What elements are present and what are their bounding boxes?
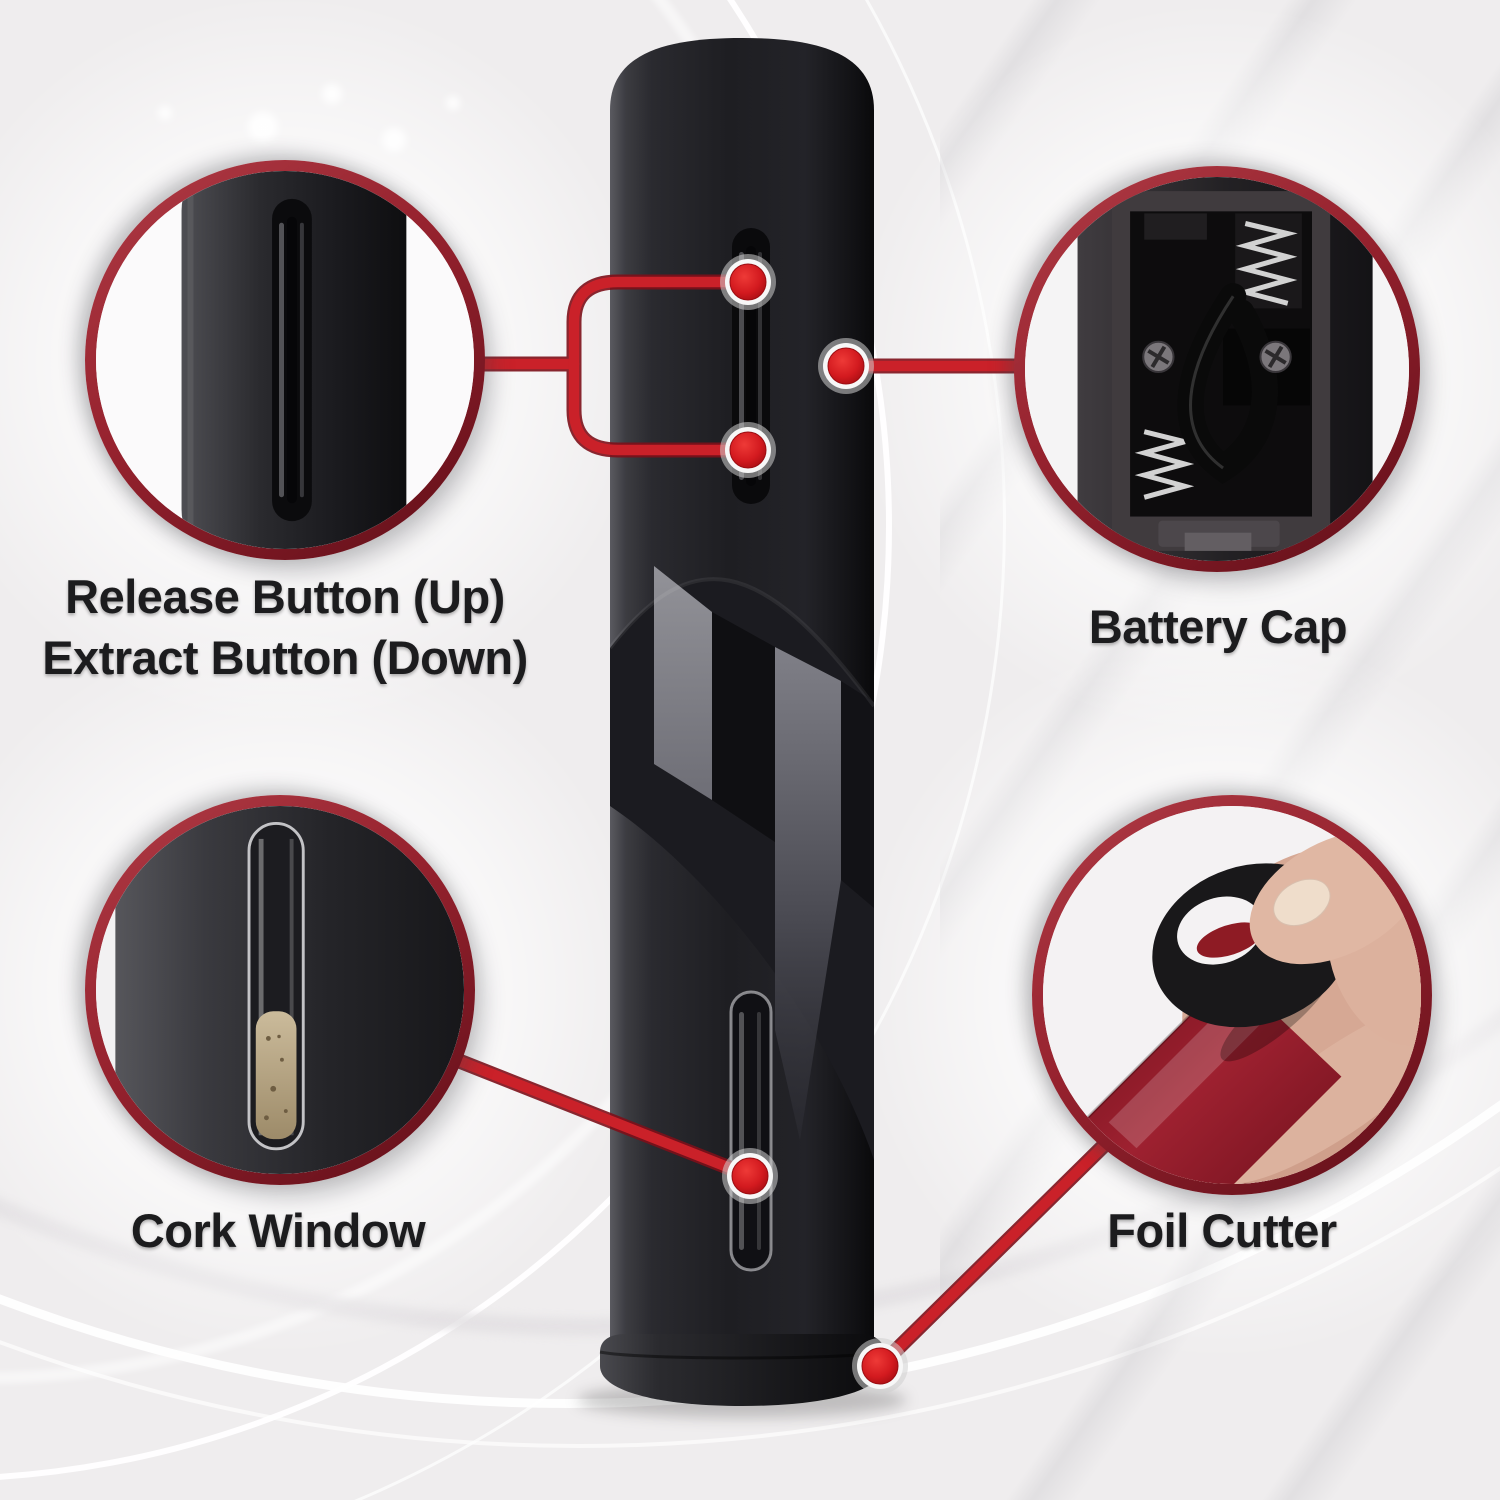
- callout-circle-battery-cap: [1014, 166, 1420, 572]
- marker-dot-release-button: [720, 254, 776, 310]
- cork-inside-window: [255, 1011, 297, 1140]
- cork-window-closeup-photo: [96, 806, 464, 1174]
- thumbnail: [1273, 878, 1331, 927]
- marker-dot-extract-button: [720, 422, 776, 478]
- marker-dot-cork-window: [722, 1148, 778, 1204]
- device-gloss-band: [610, 566, 874, 1160]
- connector-foil-cutter: [874, 1104, 1146, 1372]
- battery-spring-top: [1235, 221, 1298, 306]
- device-base-rim: [600, 1334, 884, 1406]
- label-line: Release Button (Up): [65, 570, 505, 623]
- cork-speckles: [264, 1034, 288, 1121]
- connector-bracket: [568, 276, 754, 456]
- label-line: Extract Button (Down): [42, 631, 528, 685]
- callout-circle-release-extract: [85, 160, 485, 560]
- callout-circle-cork-window: [85, 795, 475, 1185]
- label-foil-cutter: Foil Cutter: [1010, 1200, 1434, 1261]
- screw-left: [1142, 340, 1175, 374]
- label-line: Foil Cutter: [1107, 1204, 1337, 1257]
- wine-bottle-neck: [1070, 973, 1342, 1184]
- battery-compartment-photo: [1025, 177, 1409, 561]
- marker-dot-foil-cutter: [852, 1338, 908, 1394]
- label-line: Cork Window: [130, 1204, 426, 1257]
- foil-cutter-photo: [1043, 806, 1421, 1184]
- marker-dot-battery-cap: [818, 338, 874, 394]
- label-release-extract-buttons: Release Button (Up) Extract Button (Down…: [20, 566, 550, 688]
- label-battery-cap: Battery Cap: [1008, 596, 1428, 657]
- release-extract-closeup-photo: [96, 171, 474, 549]
- electric-wine-opener-body: [599, 38, 885, 1406]
- label-line: Battery Cap: [1088, 600, 1348, 653]
- callout-circle-foil-cutter: [1032, 795, 1432, 1195]
- cork-window-on-device: [729, 990, 773, 1272]
- marker-dots: [720, 254, 908, 1394]
- screw-right: [1259, 340, 1292, 374]
- label-cork-window: Cork Window: [58, 1200, 498, 1261]
